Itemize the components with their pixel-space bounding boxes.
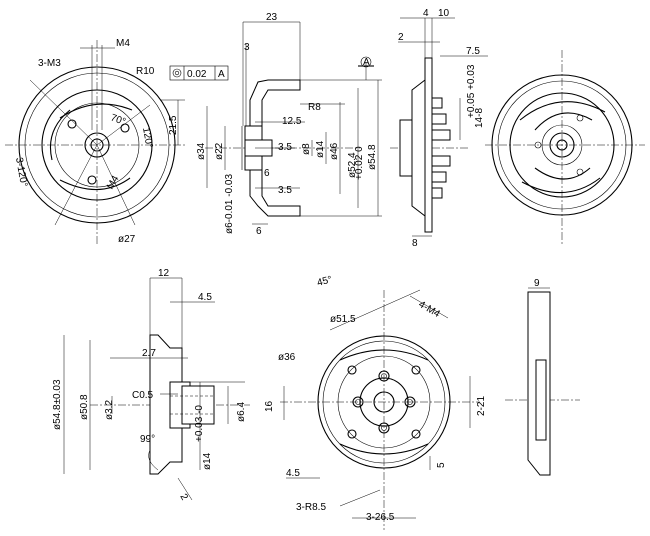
label-dia46: ø46: [329, 142, 340, 160]
label-dia34: ø34: [196, 142, 207, 160]
label-5: 5: [436, 462, 447, 468]
label-9: 9: [534, 278, 540, 289]
label-3-m3: 3-M3: [38, 58, 61, 69]
label-2-21: 2-21: [476, 396, 487, 416]
label-3-5b: 3.5: [278, 185, 292, 196]
label-16: 16: [264, 400, 275, 412]
view-base-side: 9: [505, 278, 580, 476]
label-3-26-5: 3-26.5: [366, 512, 395, 523]
label-4: 4: [423, 8, 429, 19]
label-2: 2: [398, 32, 404, 43]
view-section-base: 12 4.5 2.7 C0.5 ø54.8±0.03 ø50.8 ø3.2 ø6…: [52, 268, 250, 503]
label-14-8: 14-8: [474, 108, 485, 128]
label-dia54-8: ø54.8±0.03: [52, 379, 63, 430]
label-21-5: 21.5: [168, 115, 179, 135]
label-120deg: 120°: [140, 127, 154, 149]
label-dia27: ø27: [118, 234, 136, 245]
label-8: 8: [412, 238, 418, 249]
label-dia6-tol: ø6-0.01 -0.03: [224, 174, 235, 234]
label-dia36: ø36: [278, 352, 296, 363]
label-4-5: 4.5: [198, 292, 212, 303]
label-dia50-8: ø50.8: [79, 394, 90, 420]
view-side-profile: 4 10 2 7.5 14-8 +0.05 +0.03 8: [390, 8, 488, 249]
view-rear: [485, 50, 645, 245]
label-14-8-tol: +0.05 +0.03: [466, 64, 477, 118]
view-section-bell: 23 3 R8 12.5 3.5 3.5 6 6 ø34 ø22 ø8 ø14 …: [196, 12, 382, 237]
label-dia22: ø22: [214, 142, 225, 160]
label-dia8: ø8: [301, 143, 312, 155]
label-6b: 6: [256, 226, 262, 237]
label-70deg: 70°: [109, 112, 127, 128]
label-dia3-2: ø3.2: [104, 400, 115, 420]
label-datum-a: A: [363, 57, 370, 68]
label-dia51-5: ø51.5: [330, 314, 356, 325]
label-top-m4: M4: [116, 38, 130, 49]
label-3-5a: 3.5: [278, 142, 292, 153]
label-6: 6: [264, 168, 270, 179]
label-2: 2: [177, 492, 190, 503]
label-dia14: ø14: [202, 452, 213, 470]
label-2-7: 2.7: [142, 348, 156, 359]
label-r8: R8: [308, 102, 321, 113]
label-4-5: 4.5: [286, 468, 300, 479]
label-r10: R10: [136, 66, 155, 77]
label-23: 23: [266, 12, 278, 23]
label-12: 12: [158, 268, 170, 279]
label-dia14-tol: +0.03 -0: [194, 405, 205, 442]
tolerance-value: 0.02: [187, 69, 207, 80]
label-dia52: ø52.4: [347, 152, 358, 178]
label-3: 3: [244, 42, 250, 53]
label-12-5: 12.5: [282, 116, 302, 127]
label-c0-5: C0.5: [132, 390, 154, 401]
label-3-r8-5: 3-R8.5: [296, 502, 326, 513]
view-base-front: 45° 4-M4 ø51.5 ø36 16 2-21 4.5 5 3-R8.5 …: [264, 274, 487, 530]
label-4-m4: 4-M4: [417, 299, 443, 320]
tolerance-datum: A: [218, 69, 225, 80]
label-dia14: ø14: [315, 140, 326, 158]
tolerance-frame: 0.02 A: [169, 65, 229, 81]
label-45deg: 45°: [316, 274, 333, 289]
label-7-5: 7.5: [466, 46, 480, 57]
label-10: 10: [438, 8, 450, 19]
label-dia6-4: ø6.4: [236, 402, 247, 422]
view-front-bell: M4 3-M3 R10 70° 120° 3-120° M4 ø27 21.5: [5, 38, 185, 245]
label-99deg: 99°: [140, 434, 155, 445]
label-3-120deg: 3-120°: [13, 157, 29, 188]
label-dia54: ø54.8: [367, 144, 378, 170]
label-dia52-tol: +0.02 0: [354, 146, 365, 180]
